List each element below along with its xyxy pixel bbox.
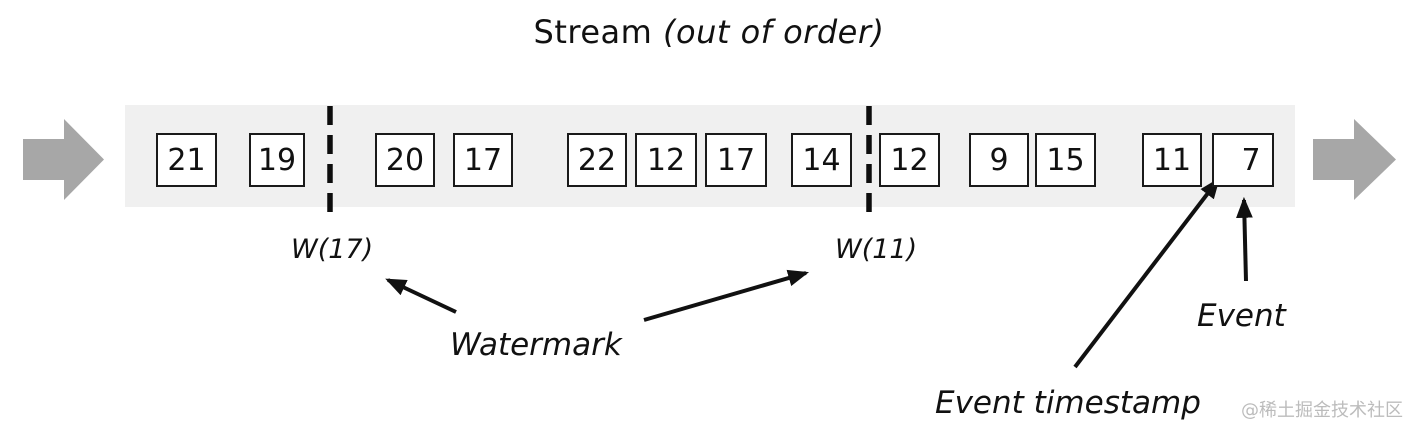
event-box: 22: [567, 133, 627, 187]
flow-arrow-left-icon: [23, 119, 104, 200]
event-box: 17: [705, 133, 767, 187]
event-box: 19: [249, 133, 305, 187]
title-qualifier: (out of order): [663, 13, 885, 51]
event-box: 20: [375, 133, 435, 187]
event-box: 17: [453, 133, 513, 187]
event-box: 21: [156, 133, 217, 187]
watermark-pointer-right-arrow: [643, 269, 810, 322]
event-box: 14: [791, 133, 852, 187]
event-annotation-label: Event: [1197, 298, 1286, 334]
title-main: Stream: [533, 13, 653, 51]
event-box: 15: [1035, 133, 1096, 187]
watermark-annotation-label: Watermark: [450, 327, 622, 363]
event-timestamp-pointer-arrow: [1073, 177, 1220, 369]
credit-watermark: @稀土掘金技术社区: [1241, 400, 1403, 421]
event-box: 7: [1212, 133, 1274, 187]
event-box: 12: [879, 133, 940, 187]
watermark-pointer-left-arrow: [385, 278, 457, 314]
event-box: 11: [1142, 133, 1202, 187]
page-title: Stream (out of order): [0, 13, 1418, 51]
event-box: 9: [969, 133, 1029, 187]
event-box: 12: [635, 133, 697, 187]
watermark-value-label-2: W(11): [835, 234, 918, 265]
event-timestamp-annotation-label: Event timestamp: [935, 385, 1201, 421]
event-pointer-arrow: [1236, 196, 1253, 282]
flow-arrow-right-icon: [1313, 119, 1396, 200]
watermark-value-label-1: W(17): [291, 234, 374, 265]
